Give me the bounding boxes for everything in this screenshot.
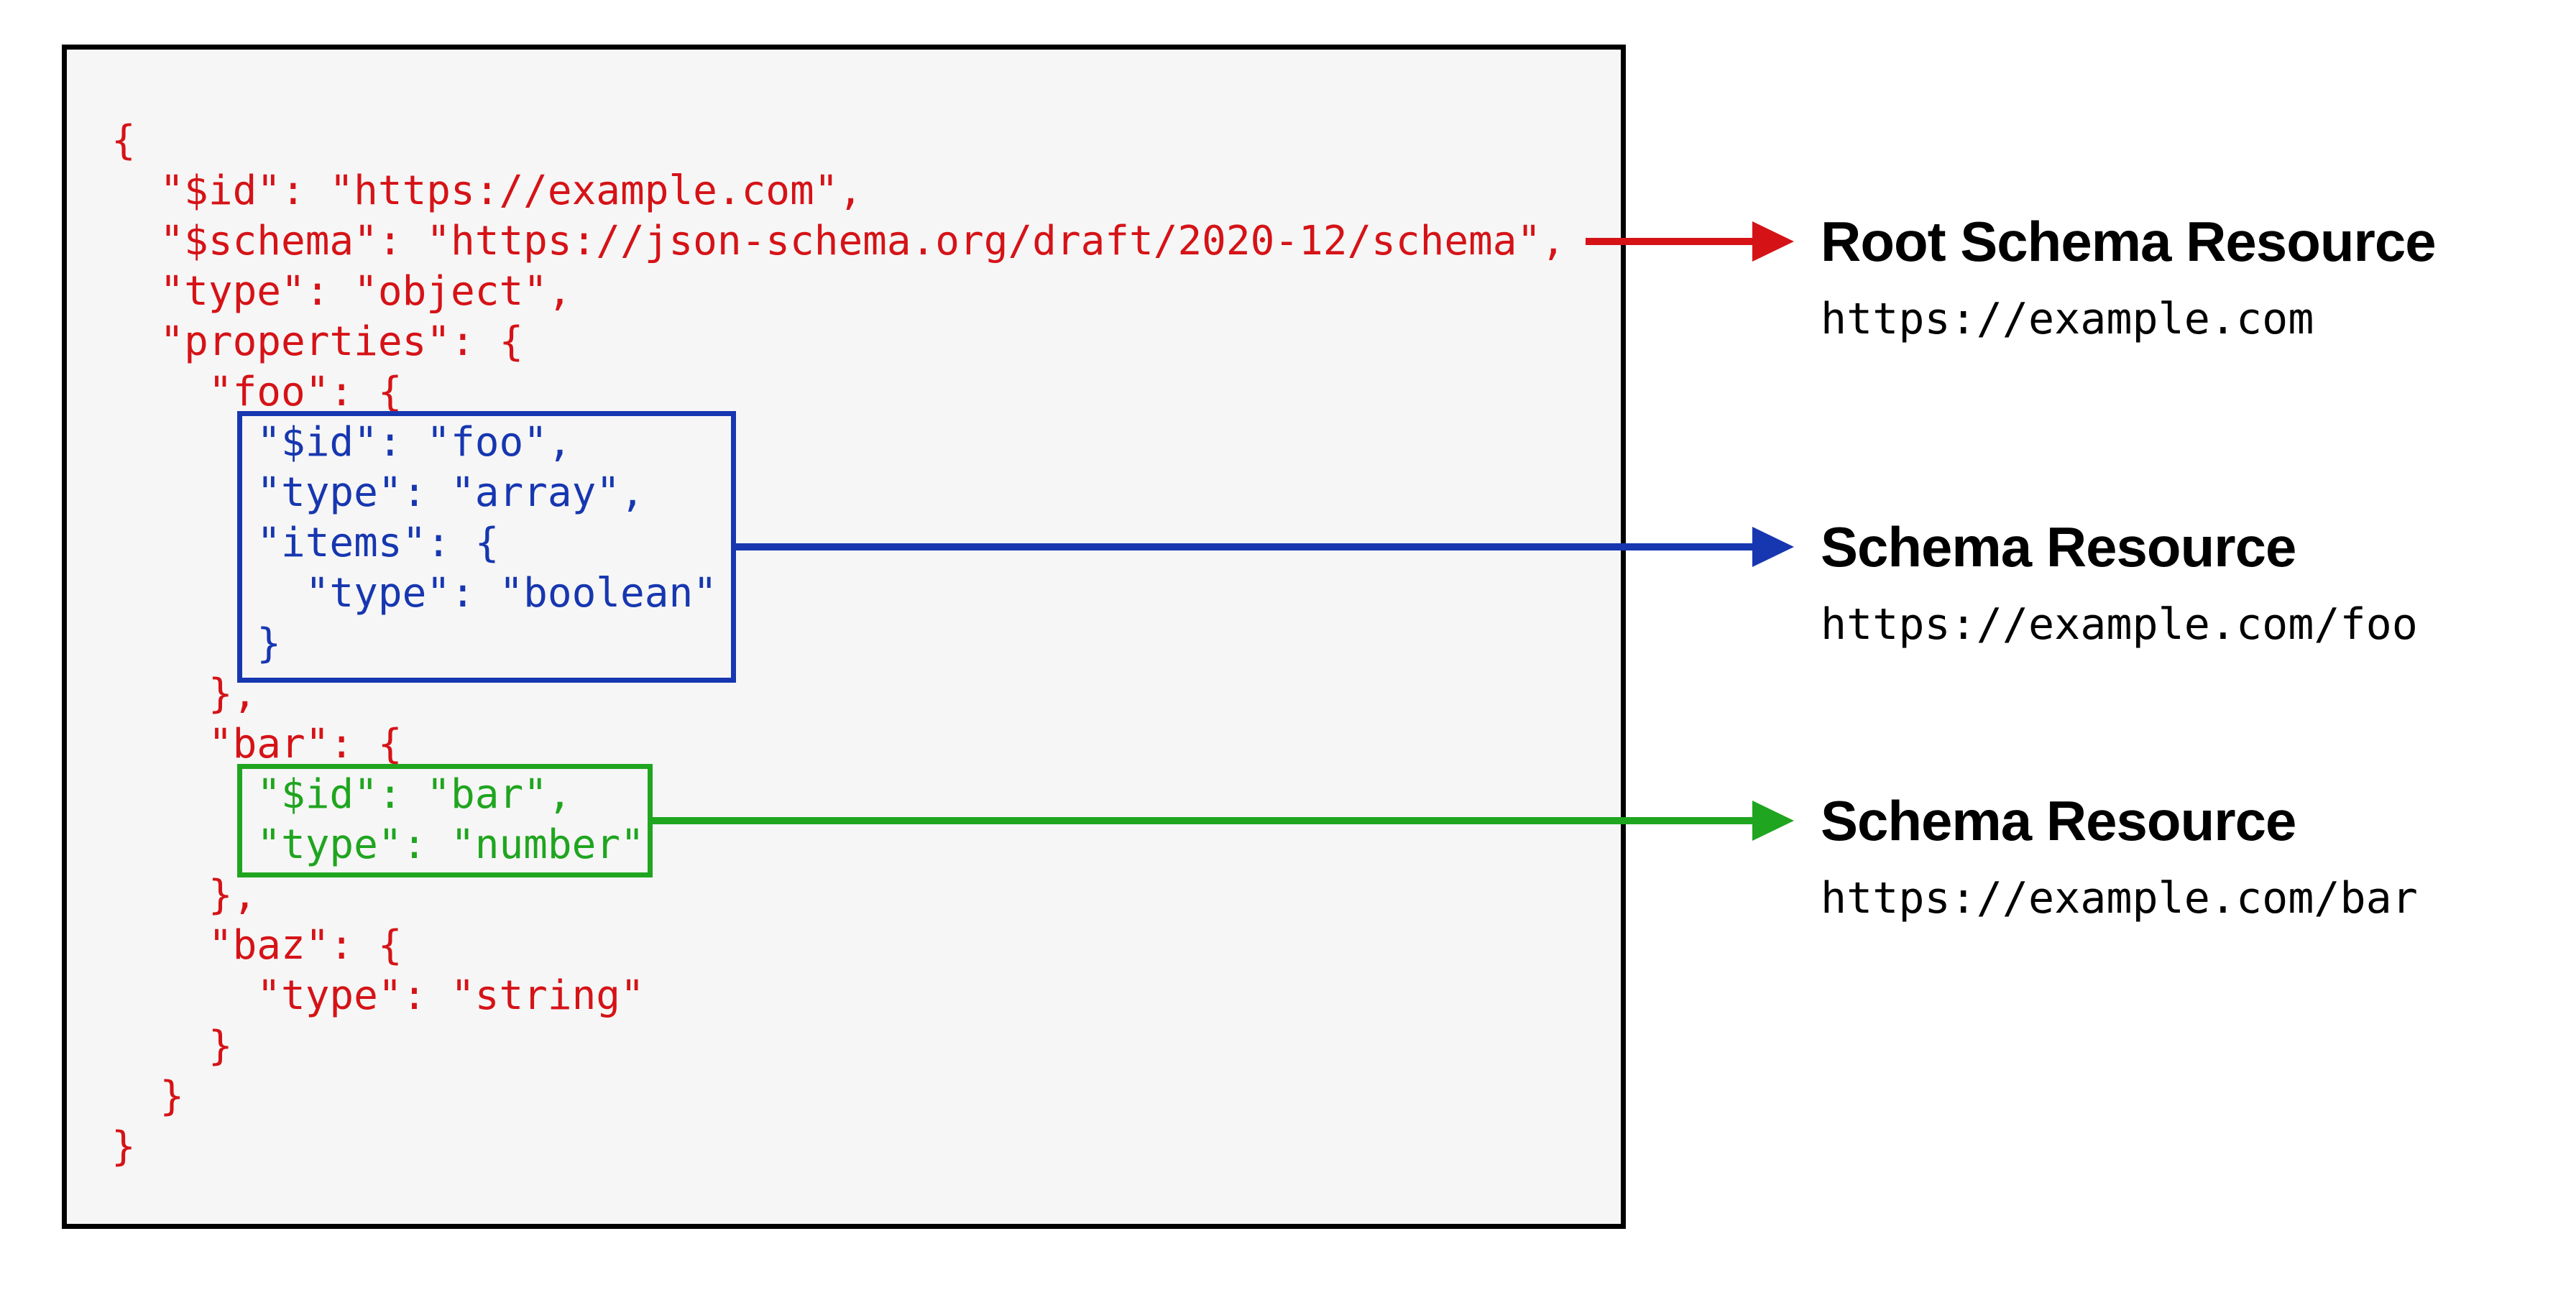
foo-schema-arrow-line — [736, 543, 1754, 550]
annotation-title: Schema Resource — [1821, 515, 2296, 579]
code-line: "$id": "foo", — [111, 419, 572, 466]
code-line: "type": "boolean" — [111, 570, 717, 617]
annotation-title: Root Schema Resource — [1821, 210, 2437, 273]
code-line: "bar": { — [111, 721, 402, 768]
annotation-url: https://example.com — [1821, 294, 2314, 344]
foo-schema-arrowhead-icon — [1752, 527, 1794, 567]
annotation-url: https://example.com/bar — [1821, 873, 2418, 923]
code-line: "type": "number" — [111, 821, 645, 868]
annotation-root-schema-resource: Root Schema Resource https://example.com — [1821, 210, 2437, 344]
code-line: } — [111, 1123, 136, 1170]
code-line: "type": "object", — [111, 268, 572, 315]
code-line: "$schema": "https://json-schema.org/draf… — [111, 218, 1565, 264]
annotation-bar-schema-resource: Schema Resource https://example.com/bar — [1821, 793, 2418, 921]
code-line: "properties": { — [111, 318, 524, 365]
code-line: } — [111, 620, 282, 667]
annotation-url: https://example.com/foo — [1821, 599, 2418, 650]
code-line: "items": { — [111, 520, 500, 566]
bar-schema-arrow-line — [653, 817, 1754, 824]
json-code-block: { "$id": "https://example.com", "$schema… — [111, 116, 1565, 1172]
json-code-panel — [62, 45, 1626, 1229]
code-line: "foo": { — [111, 369, 402, 415]
code-line: "baz": { — [111, 922, 402, 969]
bar-schema-resource-highlight-box — [237, 764, 653, 877]
bar-schema-arrowhead-icon — [1752, 801, 1794, 841]
annotation-title: Schema Resource — [1821, 789, 2296, 852]
foo-schema-resource-highlight-box — [237, 411, 736, 683]
root-schema-arrowhead-icon — [1752, 221, 1794, 262]
annotation-foo-schema-resource: Schema Resource https://example.com/foo — [1821, 519, 2418, 647]
code-line: }, — [111, 872, 257, 918]
code-line: "type": "string" — [111, 972, 645, 1019]
code-line: "type": "array", — [111, 469, 645, 516]
code-line: } — [111, 1073, 185, 1120]
code-line: { — [111, 117, 136, 164]
code-line: "$id": "https://example.com", — [111, 167, 863, 214]
root-schema-arrow-line — [1586, 238, 1754, 245]
code-line: } — [111, 1023, 233, 1069]
code-line: "$id": "bar", — [111, 771, 572, 818]
